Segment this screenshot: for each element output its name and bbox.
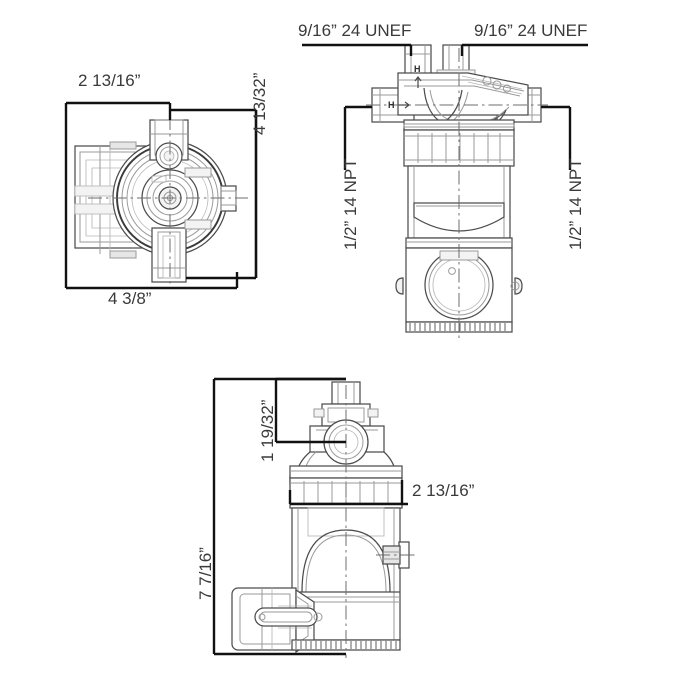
thread-label-inlet-left: 1/2” 14 NPT xyxy=(341,158,360,250)
dim-label-bottom-overall-height: 7 7/16” xyxy=(196,547,215,600)
view-bottom-dimensions xyxy=(212,377,408,656)
view-top-right-dimensions xyxy=(302,43,588,170)
flow-mark-vertical: H xyxy=(414,64,421,74)
thread-label-outlet-right: 1/2” 14 NPT xyxy=(566,158,585,250)
view-top-left-geometry xyxy=(75,116,248,288)
dim-label-top-left-height-overall: 4 13/32” xyxy=(250,72,269,135)
flow-direction-marks: H H xyxy=(388,64,421,110)
thread-label-port-left: 9/16” 24 UNEF xyxy=(298,21,412,40)
flow-mark-horizontal: H xyxy=(388,100,395,110)
dim-label-top-left-width-overall: 4 3/8” xyxy=(108,289,152,308)
view-top-left-dimensions xyxy=(64,101,258,290)
thread-label-port-right: 9/16” 24 UNEF xyxy=(474,21,588,40)
view-top-right-geometry xyxy=(366,45,548,338)
view-bottom-geometry xyxy=(232,382,418,658)
dim-label-bottom-body-width: 2 13/16” xyxy=(412,481,475,500)
dim-label-top-left-width-partial: 2 13/16” xyxy=(78,71,141,90)
dim-label-bottom-head-height: 1 19/32” xyxy=(258,399,277,462)
